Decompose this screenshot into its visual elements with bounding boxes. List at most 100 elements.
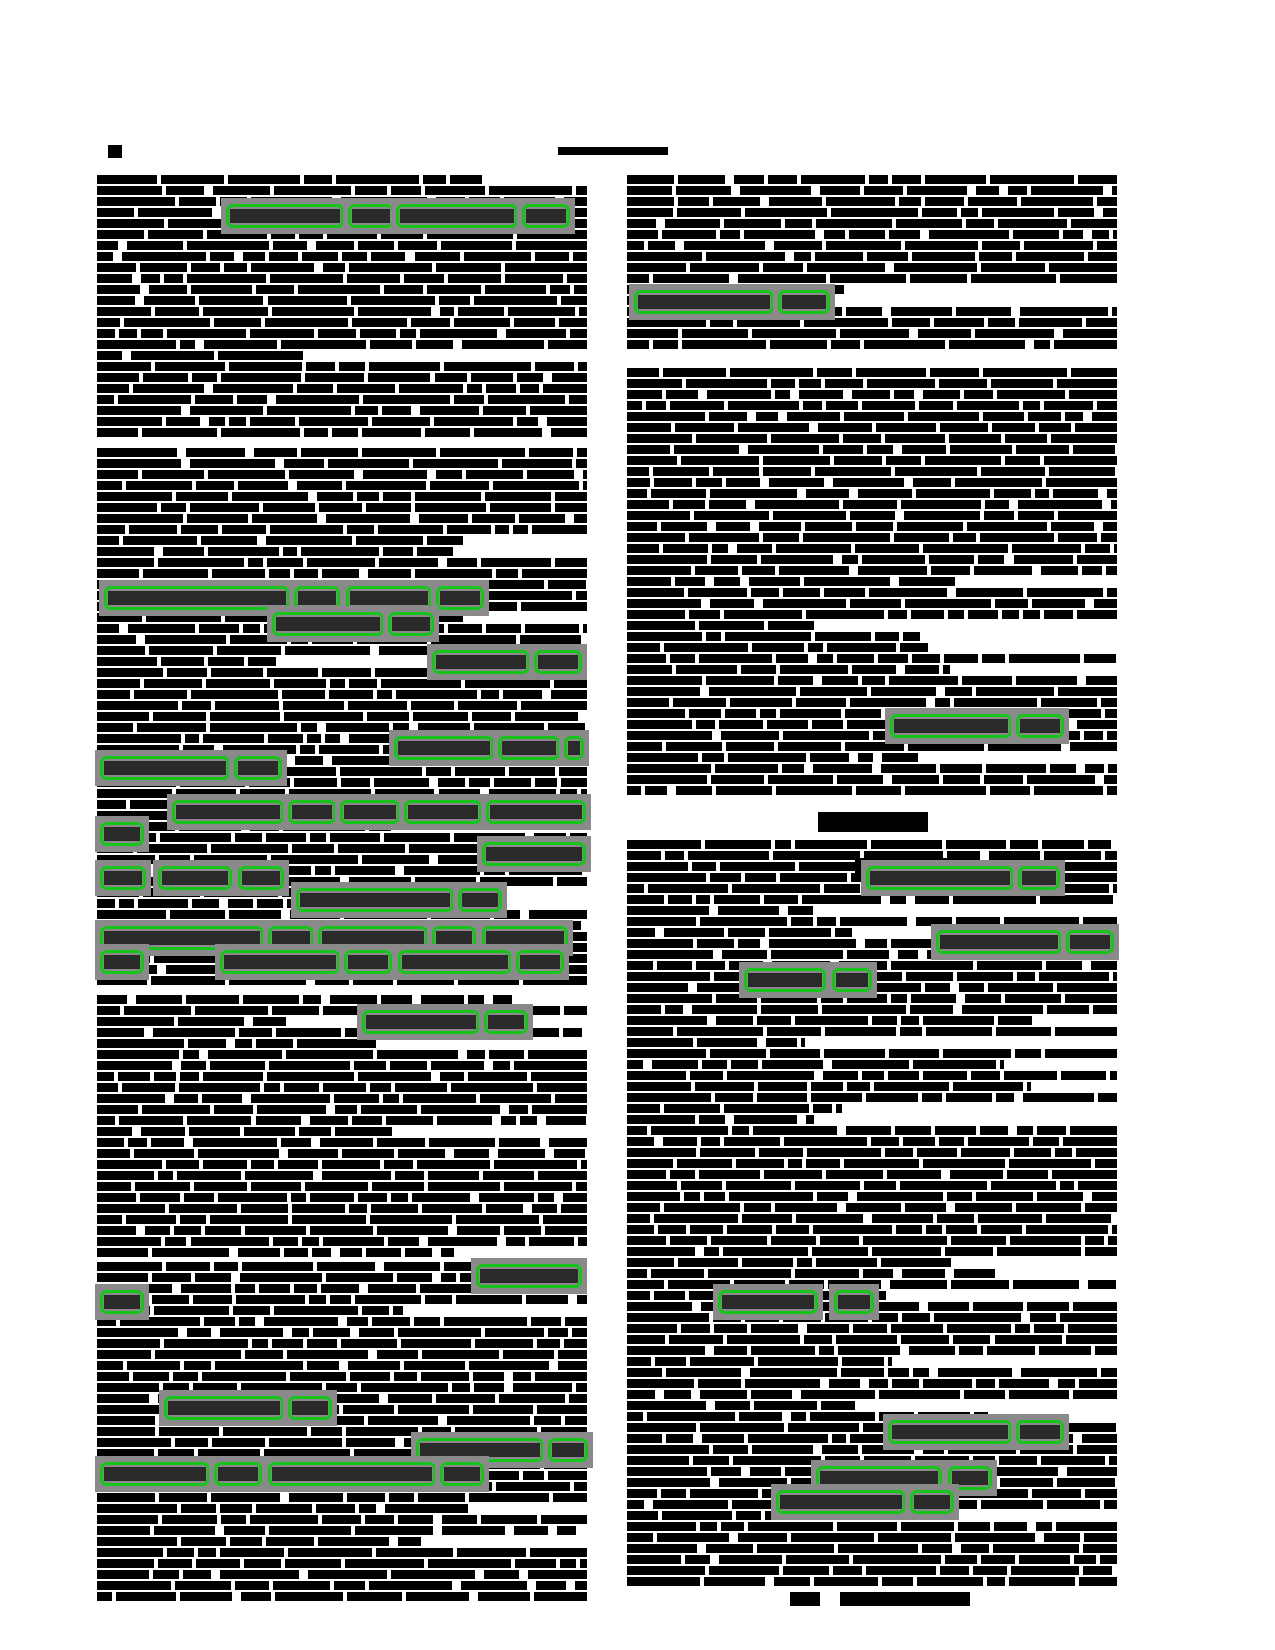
redacted-text-fragment	[348, 734, 403, 743]
redacted-text-fragment	[794, 840, 868, 849]
redacted-text-fragment	[342, 252, 368, 261]
redacted-text-fragment	[263, 1083, 281, 1092]
redacted-text-fragment	[551, 373, 587, 382]
redacted-text-fragment	[536, 1339, 561, 1348]
citation-annotation-box-year[interactable]	[516, 950, 564, 974]
citation-annotation-box-author[interactable]	[100, 1462, 210, 1486]
citation-annotation-box-year[interactable]	[100, 1290, 144, 1314]
citation-annotation-box-author[interactable]	[936, 930, 1062, 954]
citation-annotation-box-year[interactable]	[498, 736, 560, 760]
citation-annotation-box-suffix[interactable]	[564, 736, 584, 760]
citation-annotation-box-year[interactable]	[238, 866, 284, 890]
citation-annotation-box-year[interactable]	[388, 612, 434, 636]
redacted-text-fragment	[474, 1383, 504, 1392]
citation-annotation-box-year[interactable]	[214, 1462, 262, 1486]
citation-annotation-box-author[interactable]	[158, 866, 232, 890]
redacted-text-fragment	[294, 569, 319, 578]
citation-annotation-box-author[interactable]	[776, 1490, 906, 1514]
citation-annotation-box-year[interactable]	[1018, 866, 1060, 890]
redacted-text-fragment	[879, 1390, 960, 1399]
citation-annotation-box-author[interactable]	[398, 950, 512, 974]
citation-text-ghost	[104, 931, 260, 945]
redacted-text-fragment	[738, 939, 760, 948]
citation-annotation-box-author[interactable]	[482, 842, 586, 866]
citation-annotation-box-author[interactable]	[476, 1264, 582, 1288]
redacted-text-fragment	[690, 263, 760, 272]
citation-annotation-box-year[interactable]	[948, 1466, 992, 1490]
redacted-text-fragment	[193, 1383, 237, 1392]
redacted-text-fragment	[1111, 500, 1117, 509]
citation-annotation-box-author[interactable]	[744, 968, 826, 992]
citation-annotation-box-year[interactable]	[1016, 1420, 1064, 1444]
citation-annotation-box-author[interactable]	[718, 1290, 818, 1314]
redacted-text-fragment	[339, 767, 422, 776]
citation-annotation-box-year[interactable]	[778, 290, 830, 314]
citation-annotation-box-author[interactable]	[220, 950, 340, 974]
redacted-text-fragment	[550, 690, 587, 699]
citation-annotation-box-year[interactable]	[832, 968, 872, 992]
redacted-text-fragment	[855, 544, 920, 553]
redacted-text-fragment	[1007, 1170, 1049, 1179]
citation-annotation-box-year[interactable]	[436, 586, 484, 610]
citation-annotation-box-author[interactable]	[888, 1420, 1012, 1444]
citation-annotation-box-author[interactable]	[226, 204, 344, 228]
redacted-text-fragment	[535, 362, 574, 371]
citation-annotation-box-year[interactable]	[440, 1462, 484, 1486]
redacted-text-fragment	[726, 1181, 791, 1190]
citation-annotation-box-author[interactable]	[100, 756, 230, 780]
citation-annotation-box-author[interactable]	[340, 800, 400, 824]
citation-annotation-box-author[interactable]	[268, 1462, 436, 1486]
redacted-text-fragment	[411, 318, 450, 327]
redacted-text-fragment	[780, 665, 848, 674]
citation-annotation-box-author[interactable]	[272, 612, 384, 636]
redacted-text-fragment	[318, 503, 362, 512]
citation-annotation-box-author[interactable]	[164, 1396, 284, 1420]
citation-annotation-box-year[interactable]	[910, 1490, 954, 1514]
citation-annotation-box-author[interactable]	[486, 800, 586, 824]
redacted-text-fragment	[97, 1061, 172, 1070]
citation-annotation-box-author[interactable]	[634, 290, 774, 314]
citation-annotation-box-year[interactable]	[534, 650, 582, 674]
redacted-text-fragment	[952, 533, 976, 542]
citation-annotation-box-year[interactable]	[1066, 930, 1114, 954]
citation-annotation-box-author[interactable]	[866, 866, 1014, 890]
redacted-text-fragment	[548, 1471, 587, 1480]
citation-annotation-box-year[interactable]	[100, 950, 144, 974]
citation-annotation-box-author[interactable]	[100, 926, 264, 950]
citation-annotation-box-year[interactable]	[288, 1396, 332, 1420]
redacted-text-fragment	[749, 1368, 837, 1377]
redacted-text-fragment	[155, 307, 200, 316]
citation-annotation-box-author[interactable]	[432, 650, 530, 674]
redacted-text-fragment	[664, 1203, 740, 1212]
citation-annotation-box-author[interactable]	[890, 714, 1012, 738]
citation-annotation-box-year[interactable]	[344, 950, 392, 974]
citation-annotation-box-author[interactable]	[362, 1010, 480, 1034]
citation-annotation-box-year[interactable]	[548, 1438, 588, 1462]
citation-annotation-box-year[interactable]	[1016, 714, 1064, 738]
citation-annotation-box-year[interactable]	[522, 204, 570, 228]
citation-annotation-box-author[interactable]	[104, 586, 290, 610]
citation-annotation-box-year[interactable]	[100, 822, 144, 846]
citation-annotation-box-year[interactable]	[458, 888, 502, 912]
redacted-text-fragment	[741, 566, 776, 575]
redacted-text-fragment	[696, 895, 711, 904]
citation-text-ghost	[104, 1295, 140, 1309]
citation-annotation-box-author[interactable]	[394, 736, 494, 760]
citation-annotation-box-author[interactable]	[172, 800, 284, 824]
redacted-text-fragment	[307, 734, 322, 743]
citation-annotation-box-author[interactable]	[296, 888, 454, 912]
redacted-text-fragment	[525, 1295, 568, 1304]
citation-annotation-box-year[interactable]	[348, 204, 394, 228]
redacted-text-fragment	[371, 252, 406, 261]
citation-annotation-box-year[interactable]	[834, 1290, 874, 1314]
citation-annotation-box-year[interactable]	[404, 800, 482, 824]
citation-annotation-box-year[interactable]	[100, 866, 146, 890]
citation-annotation-box-year[interactable]	[288, 800, 336, 824]
redacted-text-fragment	[819, 186, 860, 195]
citation-annotation-box-year[interactable]	[234, 756, 282, 780]
redacted-text-fragment	[238, 1317, 255, 1326]
citation-annotation-box-year[interactable]	[484, 1010, 528, 1034]
redacted-text-fragment	[272, 1339, 304, 1348]
citation-annotation-box-author[interactable]	[396, 204, 518, 228]
redacted-text-fragment	[347, 1493, 386, 1502]
